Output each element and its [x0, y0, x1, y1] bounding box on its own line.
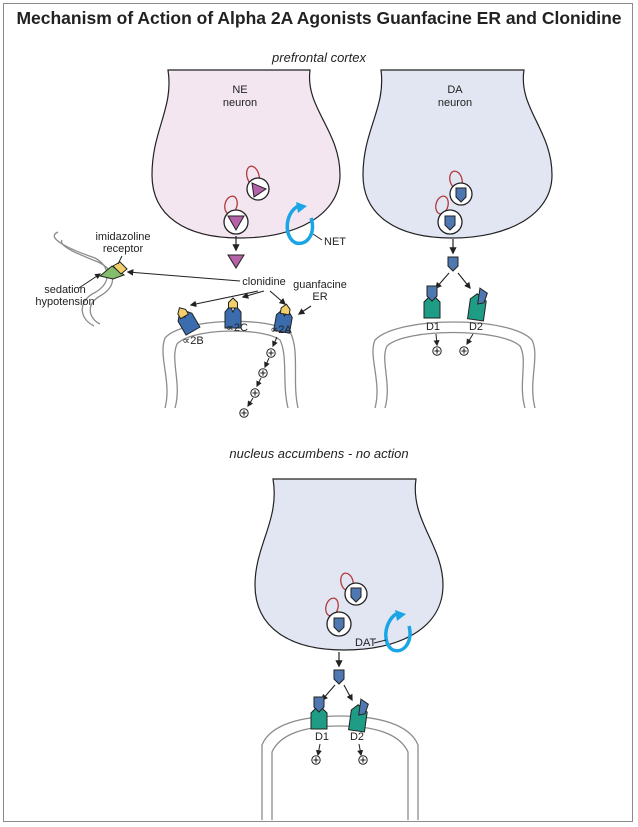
clonidine-to-a2c-arrow — [241, 290, 265, 299]
a2b-label: ∝2B — [182, 335, 203, 347]
d1-top-signal-arrow — [433, 333, 440, 347]
da-to-d2-arrow — [457, 272, 471, 290]
clonidine-to-imidazoline-arrow — [126, 269, 241, 282]
d1-label-top: D1 — [426, 321, 440, 333]
plus-icon — [311, 755, 321, 765]
da-to-d2-arrow-accumbens — [343, 684, 353, 702]
da-molecule — [447, 256, 459, 272]
d1-receptor-top — [423, 285, 441, 319]
da-vesicle-accumbens-upper — [340, 572, 368, 606]
section-label-accumbens: nucleus accumbens - no action — [229, 446, 409, 461]
clonidine-to-a2b-arrow — [189, 290, 259, 308]
da-molecule-accumbens — [333, 669, 345, 685]
d1-bottom-signal-arrow — [315, 743, 322, 757]
section-label-prefrontal: prefrontal cortex — [272, 50, 366, 65]
net-leader-line — [312, 233, 323, 241]
guanfacine-label-2: ER — [312, 291, 327, 303]
net-label: NET — [324, 236, 346, 248]
ne-vesicle-lower — [223, 195, 249, 235]
d2-label-bottom: D2 — [350, 731, 364, 743]
d2-receptor-top — [467, 287, 488, 322]
ne-neuron-label-2: neuron — [223, 97, 257, 109]
ne-neuron-label-1: NE — [232, 84, 247, 96]
da-vesicle-upper — [449, 170, 473, 206]
ne-molecule — [227, 254, 245, 269]
plus-icon — [459, 346, 469, 356]
d2-label-top: D2 — [469, 321, 483, 333]
da-vesicle-accumbens-lower — [325, 597, 352, 637]
d1-label-bottom: D1 — [315, 731, 329, 743]
dat-leader-line — [373, 639, 387, 644]
clonidine-to-a2a-arrow — [269, 290, 286, 305]
guanfacine-arrow — [297, 305, 312, 315]
a2a-signal-cascade — [239, 336, 278, 418]
dat-label: DAT — [355, 637, 376, 649]
d2-receptor-accumbens — [348, 698, 369, 733]
dat-transporter-icon — [384, 610, 412, 653]
d2-top-signal-arrow — [466, 333, 474, 346]
da-neuron-label-1: DA — [447, 84, 463, 96]
ne-neuron: NE neuron — [151, 69, 341, 239]
postsynaptic-membrane-accumbens — [261, 715, 419, 820]
plus-icon — [239, 408, 249, 418]
d2-bottom-signal-arrow — [357, 743, 364, 757]
da-to-d1-arrow — [435, 272, 450, 289]
a2c-label: ∝2C — [226, 322, 248, 334]
sedation-arrow — [78, 273, 101, 289]
figure-frame — [3, 3, 633, 822]
clonidine-label: clonidine — [242, 276, 285, 288]
a2a-label: ∝2A — [270, 324, 292, 336]
d1-receptor-accumbens — [310, 696, 328, 730]
plus-icon — [250, 388, 260, 398]
net-transporter-icon — [285, 202, 315, 246]
plus-icon — [358, 755, 368, 765]
plus-icon — [266, 348, 276, 358]
sedation-label: sedation — [44, 284, 86, 296]
plus-icon — [258, 368, 268, 378]
figure-title: Mechanism of Action of Alpha 2A Agonists… — [16, 8, 622, 28]
da-neuron: DA neuron — [362, 69, 553, 239]
imidazoline-leader — [117, 255, 123, 265]
hypotension-label: hypotension — [35, 296, 94, 308]
da-neuron-label-2: neuron — [438, 97, 472, 109]
postsynaptic-membrane-da — [372, 321, 536, 409]
imidazoline-label-2: receptor — [103, 243, 144, 255]
da-neuron-accumbens — [254, 478, 444, 651]
imidazoline-label-1: imidazoline — [95, 231, 150, 243]
plus-icon — [432, 346, 442, 356]
da-vesicle-lower — [435, 195, 463, 235]
guanfacine-label-1: guanfacine — [293, 279, 347, 291]
imidazoline-receptor-icon — [98, 261, 128, 280]
ne-vesicle-upper — [246, 165, 270, 201]
